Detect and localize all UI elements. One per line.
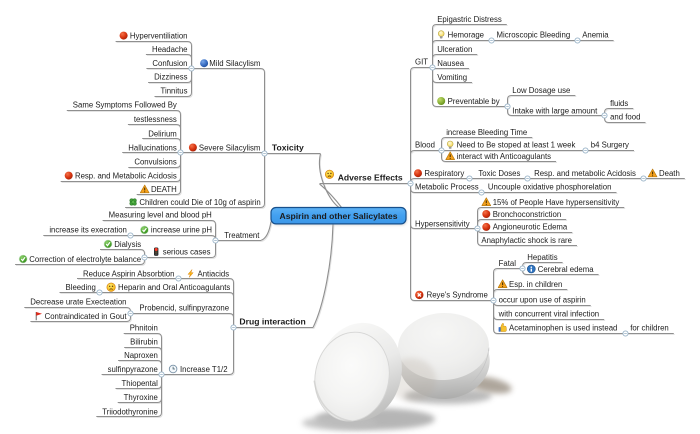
svg-text:increase urine pH: increase urine pH [151, 226, 212, 235]
svg-text:15% of People Have hypersensit: 15% of People Have hypersensitivity [493, 198, 620, 207]
svg-text:Triiodothyronine: Triiodothyronine [102, 407, 158, 416]
svg-text:Aspirin and other Salicylates: Aspirin and other Salicylates [280, 211, 398, 221]
svg-text:b4 Surgery: b4 Surgery [591, 141, 629, 150]
svg-text:Fatal: Fatal [499, 259, 517, 268]
svg-text:Naproxen: Naproxen [124, 351, 158, 360]
svg-text:Thiopental: Thiopental [121, 379, 158, 388]
svg-text:Low Dosage use: Low Dosage use [512, 86, 570, 95]
svg-text:with concurrent viral infectio: with concurrent viral infection [498, 309, 600, 318]
svg-text:Bilirubin: Bilirubin [130, 337, 158, 346]
svg-text:Toxic Doses: Toxic Doses [478, 169, 520, 178]
svg-text:Measuring level and blood pH: Measuring level and blood pH [109, 211, 212, 220]
svg-text:Correction of electrolyte bala: Correction of electrolyte balance [29, 255, 141, 264]
svg-text:Drug interaction: Drug interaction [239, 316, 305, 326]
svg-text:Resp. and metabolic Acidosis: Resp. and metabolic Acidosis [534, 169, 636, 178]
svg-text:Headache: Headache [152, 45, 188, 54]
svg-text:Uncouple oxidative phosphorela: Uncouple oxidative phosphorelation [488, 183, 612, 192]
svg-text:for children: for children [630, 324, 669, 333]
svg-text:Convulsions: Convulsions [134, 158, 177, 167]
svg-text:Hypersensitivity: Hypersensitivity [415, 219, 470, 228]
svg-text:Probencid, sulfinpyrazone: Probencid, sulfinpyrazone [139, 304, 229, 313]
svg-text:testlessness: testlessness [134, 115, 177, 124]
svg-text:DEATH: DEATH [151, 185, 177, 194]
svg-text:Angioneurotic Edema: Angioneurotic Edema [493, 223, 568, 232]
svg-text:Antiacids: Antiacids [198, 269, 230, 278]
svg-text:Hemorage: Hemorage [448, 30, 484, 39]
svg-text:Severe Silacylism: Severe Silacylism [199, 144, 261, 153]
svg-text:Bleeding: Bleeding [66, 283, 96, 292]
svg-text:Cerebral edema: Cerebral edema [538, 265, 595, 274]
svg-text:Toxicity: Toxicity [272, 143, 304, 153]
svg-text:Children could Die of 10g of a: Children could Die of 10g of aspirin [139, 198, 260, 207]
svg-text:Dialysis: Dialysis [114, 240, 141, 249]
svg-text:Hyperventiliation: Hyperventiliation [130, 31, 188, 40]
svg-text:Preventable by: Preventable by [448, 97, 500, 106]
svg-text:occur upon use of aspirin: occur upon use of aspirin [499, 296, 586, 305]
svg-text:Esp. in children: Esp. in children [509, 280, 562, 289]
svg-text:Blood: Blood [415, 141, 435, 150]
svg-text:Phnitoin: Phnitoin [130, 324, 158, 333]
svg-text:Need to Be stoped at least 1 w: Need to Be stoped at least 1 week [457, 141, 576, 150]
svg-text:Bronchoconstriction: Bronchoconstriction [493, 210, 561, 219]
svg-text:Same Symptoms Followed By: Same Symptoms Followed By [73, 101, 177, 110]
svg-text:Epigastric Distress: Epigastric Distress [437, 15, 502, 24]
svg-text:Anemia: Anemia [582, 30, 609, 39]
svg-text:and food: and food [610, 113, 640, 122]
svg-text:Death: Death [659, 169, 680, 178]
svg-text:Ulceration: Ulceration [437, 45, 472, 54]
svg-text:Mild Silacylism: Mild Silacylism [209, 59, 260, 68]
svg-text:Nausea: Nausea [437, 59, 465, 68]
svg-text:GIT: GIT [415, 58, 428, 67]
svg-text:Contraindicated in Gout: Contraindicated in Gout [45, 312, 128, 321]
svg-text:Tinnitus: Tinnitus [160, 86, 187, 95]
svg-text:Reduce Aspirin Absorbtion: Reduce Aspirin Absorbtion [83, 269, 174, 278]
svg-text:Hallucinations: Hallucinations [128, 143, 177, 152]
svg-text:increase Bleeding Time: increase Bleeding Time [446, 128, 527, 137]
svg-text:Vomiting: Vomiting [437, 73, 467, 82]
svg-text:Hepatitis: Hepatitis [527, 253, 557, 262]
svg-text:Treatment: Treatment [224, 231, 260, 240]
svg-text:interact with Anticoagulants: interact with Anticoagulants [457, 152, 552, 161]
svg-text:Microscopic Bleeding: Microscopic Bleeding [497, 30, 571, 39]
svg-text:Reye's Syndrome: Reye's Syndrome [427, 291, 488, 300]
svg-text:Increase T1/2: Increase T1/2 [180, 365, 228, 374]
svg-text:Respiratory: Respiratory [424, 169, 464, 178]
svg-text:Anaphylactic shock is rare: Anaphylactic shock is rare [481, 236, 572, 245]
svg-text:Confusion: Confusion [152, 59, 187, 68]
svg-text:Thyroxine: Thyroxine [124, 393, 158, 402]
svg-text:Acetaminophen is used instead: Acetaminophen is used instead [509, 324, 617, 333]
svg-text:sulfinpyrazone: sulfinpyrazone [108, 365, 158, 374]
svg-text:Adverse Effects: Adverse Effects [338, 173, 403, 183]
svg-text:Dizziness: Dizziness [154, 73, 187, 82]
svg-text:Heparin and Oral Anticoagulant: Heparin and Oral Anticoagulants [118, 283, 230, 292]
svg-text:fluids: fluids [610, 99, 628, 108]
svg-text:Metabolic Process: Metabolic Process [415, 183, 479, 192]
svg-text:Decrease urate Execteation: Decrease urate Execteation [30, 298, 126, 307]
svg-text:Resp. and Metabolic Acidosis: Resp. and Metabolic Acidosis [75, 171, 177, 180]
svg-text:increase its execration: increase its execration [49, 226, 127, 235]
svg-text:Delirium: Delirium [148, 129, 177, 138]
svg-text:serious cases: serious cases [163, 248, 211, 257]
svg-text:Intake with large amount: Intake with large amount [512, 106, 598, 115]
